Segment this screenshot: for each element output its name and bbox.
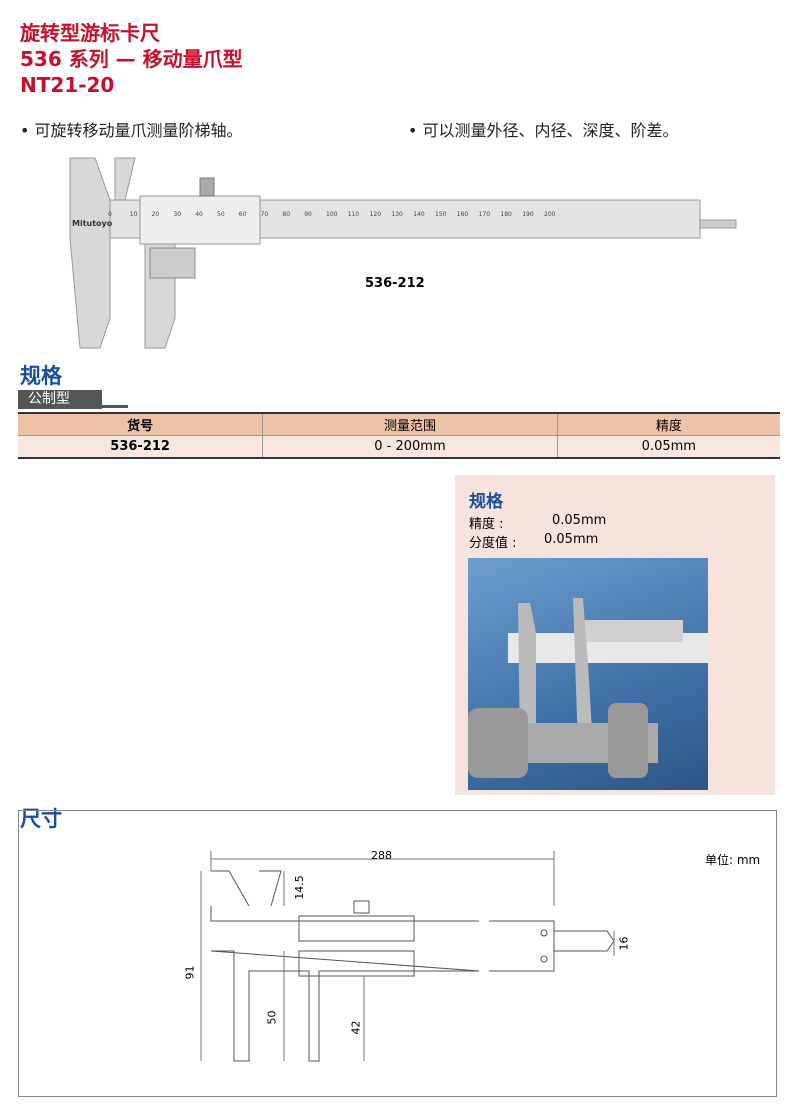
scale-label: 110 (348, 211, 360, 218)
scale-label: 30 (173, 211, 181, 218)
col-accuracy: 精度 (556, 413, 780, 436)
scale-label: 80 (282, 211, 290, 218)
cell-model: 536-212 (18, 435, 263, 458)
cell-range: 0 - 200mm (262, 435, 558, 458)
dim-movable-jaw: 42 (349, 1020, 363, 1035)
unit-label: 单位: mm (705, 853, 761, 867)
dim-height: 91 (183, 965, 197, 980)
cell-accuracy: 0.05mm (556, 435, 780, 458)
scale-label: 180 (500, 211, 512, 218)
specs-heading: 规格 (20, 364, 62, 388)
brand-logo: Mitutoyo (72, 219, 113, 228)
dim-jaw-depth: 14.5 (292, 875, 306, 900)
title-model: NT21-20 (20, 73, 115, 97)
scale-label: 100 (326, 211, 338, 218)
feature-2: • 可以测量外径、内径、深度、阶差。 (408, 121, 679, 140)
scale-label: 190 (522, 211, 534, 218)
scale-label: 200 (544, 211, 556, 218)
col-model: 货号 (18, 413, 263, 436)
scale-label: 140 (413, 211, 425, 218)
ruler-scale: 0 10 20 30 40 50 60 70 80 90 100 110 120 130 140 150 160… (108, 211, 556, 218)
dim-length: 288 (371, 849, 392, 862)
col-range: 测量范围 (262, 413, 558, 436)
scale-label: 90 (304, 211, 312, 218)
caliper-photo (468, 558, 708, 790)
scale-label: 170 (479, 211, 491, 218)
dim-rod: 16 (617, 936, 631, 951)
dimension-drawing: 单位: mm 288 14.5 91 50 42 16 (18, 810, 777, 1097)
scale-label: 150 (435, 211, 447, 218)
title-product: 旋转型游标卡尺 (20, 21, 160, 45)
tab-underline (100, 405, 128, 408)
caliper-image: Mitutoyo 0 10 20 30 40 50 60 70 80 90 100 110 120 130… (69, 157, 737, 349)
resolution-label: 分度值 : (469, 536, 517, 551)
table-header: 货号测量范围精度 (18, 413, 780, 436)
title-series: 536 系列 — 移动量爪型 (20, 47, 243, 71)
scale-label: 130 (391, 211, 403, 218)
dim-lower-jaw: 50 (265, 1010, 279, 1025)
scale-label: 40 (195, 211, 203, 218)
scale-label: 120 (370, 211, 382, 218)
accuracy-value: 0.05mm (552, 513, 607, 528)
scale-label: 70 (261, 211, 269, 218)
scale-label: 20 (152, 211, 160, 218)
accuracy-label: 精度 : (469, 517, 504, 532)
scale-label: 10 (130, 211, 138, 218)
feature-1: • 可旋转移动量爪测量阶梯轴。 (20, 121, 243, 140)
scale-label: 60 (239, 211, 247, 218)
tab-metric[interactable]: 公制型 (18, 390, 102, 409)
model-label: 536-212 (365, 276, 425, 291)
spec-box-heading: 规格 (469, 492, 503, 512)
scale-label: 160 (457, 211, 469, 218)
dimensions-heading: 尺寸 (20, 807, 62, 831)
spec-box: 规格 精度 : 0.05mm 分度值 : 0.05mm (455, 475, 775, 795)
resolution-value: 0.05mm (544, 532, 599, 547)
scale-label: 0 (108, 211, 112, 218)
scale-label: 50 (217, 211, 225, 218)
